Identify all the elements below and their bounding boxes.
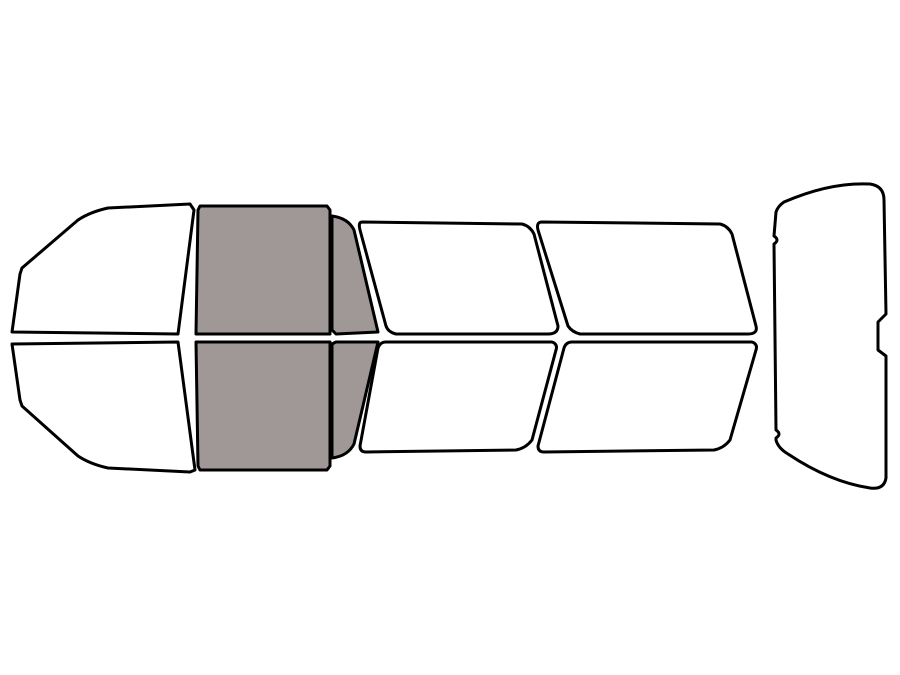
front-vent-window-top[interactable] (330, 214, 380, 336)
quarter-window-bottom[interactable] (536, 340, 758, 454)
quarter-window-top[interactable] (536, 220, 758, 336)
front-door-window-bottom[interactable] (194, 340, 332, 472)
back-window[interactable] (772, 182, 888, 490)
front-vent-window-bottom[interactable] (330, 340, 380, 460)
windshield-top-half[interactable] (10, 202, 196, 336)
windshield-bottom-half[interactable] (10, 340, 197, 474)
front-door-window-top[interactable] (194, 204, 332, 336)
rear-door-window-top[interactable] (357, 220, 560, 336)
rear-door-window-bottom[interactable] (358, 340, 558, 454)
